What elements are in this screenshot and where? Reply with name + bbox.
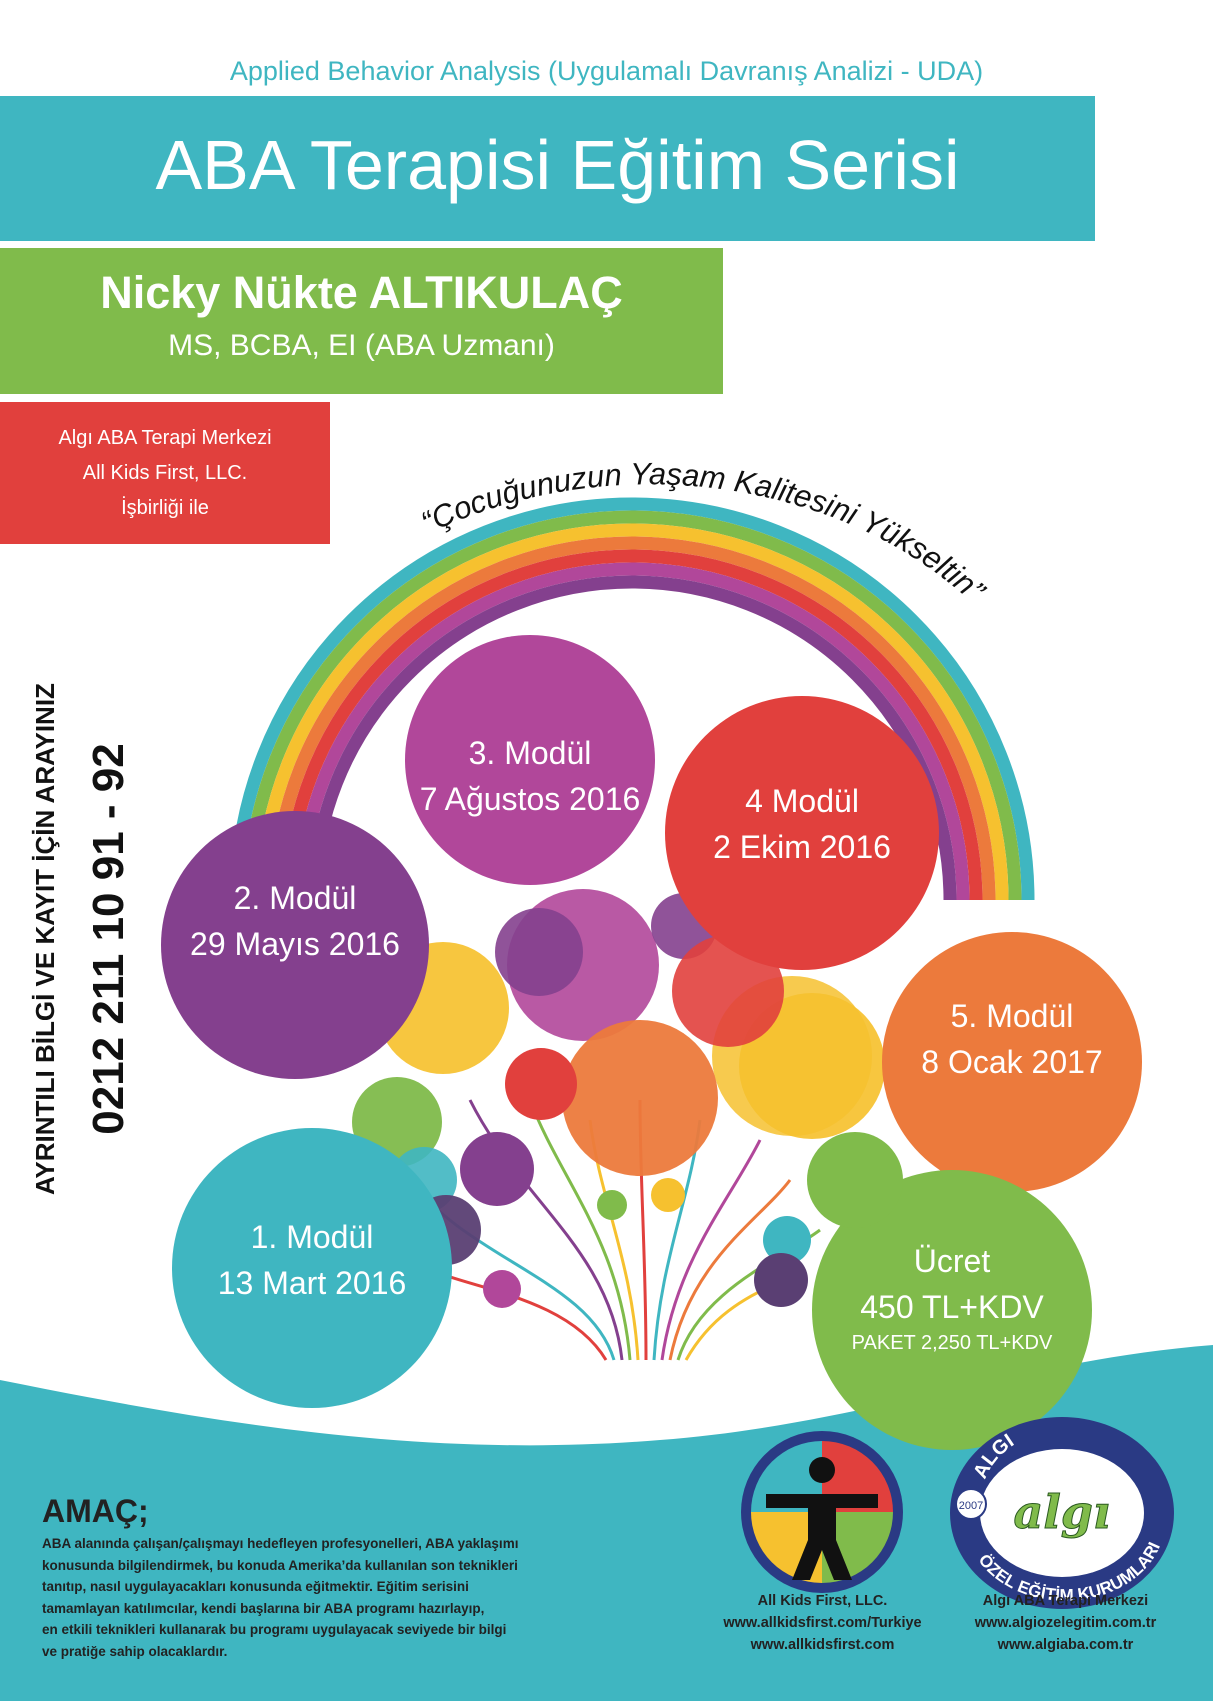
algi-logo: ALGI ÖZEL EĞİTİM KURUMLARI 2007 algı	[950, 1417, 1174, 1609]
instructor-name: Nicky Nükte ALTIKULAÇ	[100, 267, 623, 318]
contact-phone[interactable]: 0212 211 10 91 - 92	[84, 743, 133, 1135]
partner-line-1: Algı ABA Terapi Merkezi	[58, 427, 272, 449]
module-1-circle	[172, 1128, 452, 1408]
module-3-text: 3. Modül 7 Ağustos 2016	[419, 735, 641, 817]
price-circle	[812, 1170, 1092, 1450]
partner-line-3: İşbirliği ile	[121, 497, 209, 519]
price-amount: 450 TL+KDV	[860, 1289, 1044, 1325]
instructor-credentials: MS, BCBA, EI (ABA Uzmanı)	[168, 329, 555, 362]
title-banner	[0, 96, 1095, 241]
partnership-box	[0, 402, 330, 544]
module-1-text: 1. Modül 13 Mart 2016	[217, 1219, 407, 1301]
goal-heading: AMAÇ;	[42, 1493, 149, 1529]
module-5-circle	[882, 932, 1142, 1192]
algi-wordmark: algı	[1014, 1485, 1111, 1539]
module-3-circle	[405, 635, 655, 885]
contact-label: AYRINTILI BİLGİ VE KAYIT İÇİN ARAYINIZ	[30, 683, 60, 1195]
module-4-circle	[665, 696, 939, 970]
page-title: ABA Terapisi Eğitim Serisi	[155, 126, 960, 204]
price-text: Ücret 450 TL+KDV PAKET 2,250 TL+KDV	[812, 1238, 1092, 1356]
rainbow	[229, 497, 1035, 901]
algi-year: 2007	[959, 1500, 983, 1512]
price-package: PAKET 2,250 TL+KDV	[851, 1332, 1053, 1354]
footer-algi: Algı ABA Terapi Merkezi www.algiozelegit…	[974, 1593, 1157, 1653]
module-4-text: 4 Modül 2 Ekim 2016	[713, 783, 891, 865]
module-5-text: 5. Modül 8 Ocak 2017	[921, 998, 1103, 1080]
contact-vertical: AYRINTILI BİLGİ VE KAYIT İÇİN ARAYINIZ 0…	[22, 613, 162, 1265]
subtitle: Applied Behavior Analysis (Uygulamalı Da…	[229, 56, 984, 86]
price-label: Ücret	[913, 1243, 991, 1279]
allkidsfirst-logo	[741, 1431, 903, 1593]
footer-allkidsfirst: All Kids First, LLC. www.allkidsfirst.co…	[723, 1593, 922, 1653]
decor-circles	[352, 889, 885, 1308]
instructor-banner	[0, 248, 723, 394]
goal-paragraph: ABA alanında çalışan/çalışmayı hedefleye…	[42, 1536, 519, 1659]
module-2-circle	[161, 811, 429, 1079]
module-2-text: 2. Modül 29 Mayıs 2016	[190, 880, 400, 962]
partner-line-2: All Kids First, LLC.	[82, 462, 248, 484]
